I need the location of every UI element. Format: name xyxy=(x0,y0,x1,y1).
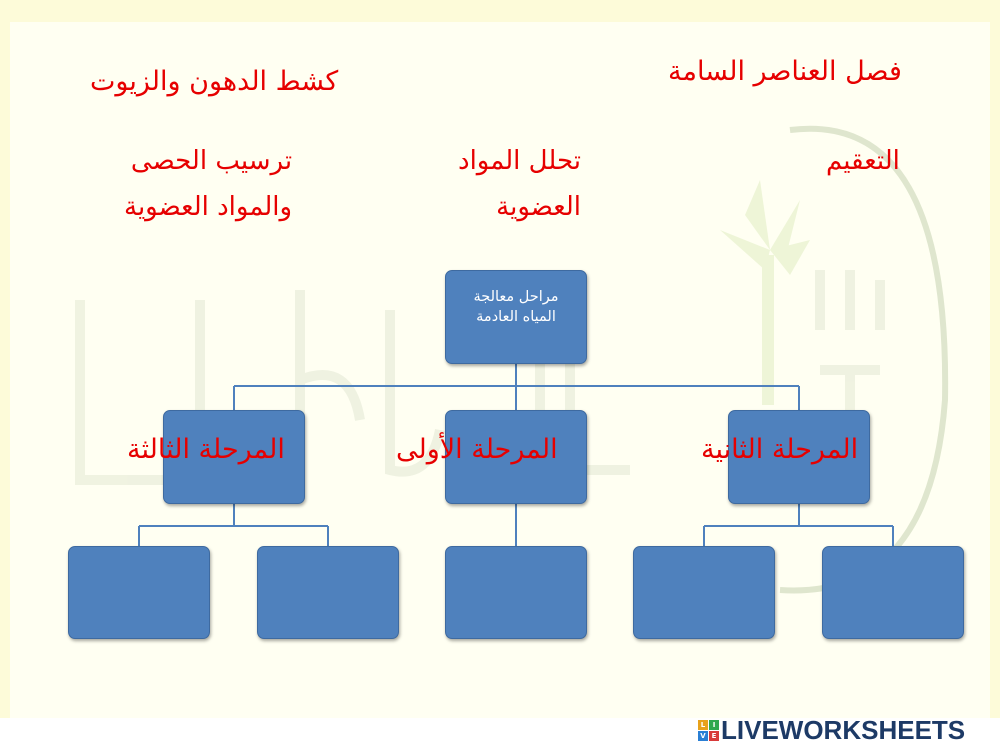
stage-node-right xyxy=(728,410,870,504)
answer-sedimentation-line1: ترسيب الحصى xyxy=(130,146,293,176)
stage-node-middle xyxy=(445,410,587,504)
root-label-line1: مراحل معالجة xyxy=(473,289,559,305)
logo-letter-l: L xyxy=(698,720,708,730)
stage-label-second: المرحلة الثانية xyxy=(701,434,859,465)
answer-disinfection[interactable]: التعقيم xyxy=(826,146,900,176)
logo-letter-i: I xyxy=(709,720,719,730)
substage-box-5[interactable] xyxy=(822,546,964,639)
substage-box-3[interactable] xyxy=(445,546,587,639)
logo-wordmark: LIVEWORKSHEETS xyxy=(721,715,966,745)
stage-label-first: المرحلة الأولى xyxy=(396,434,558,465)
answer-toxic-separation[interactable]: فصل العناصر السامة xyxy=(668,56,902,87)
answer-decomposition[interactable]: تحلل المواد العضوية xyxy=(458,138,581,230)
substage-box-4[interactable] xyxy=(633,546,775,639)
answer-sedimentation-line2: والمواد العضوية xyxy=(124,192,293,222)
stage-node-left xyxy=(163,410,305,504)
logo-letter-v: V xyxy=(698,731,708,741)
answer-decomposition-line1: تحلل المواد xyxy=(458,146,581,176)
footer-bar xyxy=(0,718,1000,750)
root-node-label: مراحل معالجة المياه العادمة xyxy=(446,287,586,327)
liveworksheets-logo[interactable]: L I V E LIVEWORKSHEETS xyxy=(698,715,965,746)
stage-label-third: المرحلة الثالثة xyxy=(127,434,285,465)
substage-box-2[interactable] xyxy=(257,546,399,639)
logo-letter-e: E xyxy=(709,731,719,741)
root-label-line2: المياه العادمة xyxy=(476,309,556,325)
answer-grease-skimming[interactable]: كشط الدهون والزيوت xyxy=(90,66,339,97)
substage-box-1[interactable] xyxy=(68,546,210,639)
logo-grid-icon: L I V E xyxy=(698,720,719,741)
root-node: مراحل معالجة المياه العادمة xyxy=(445,270,587,364)
answer-decomposition-line2: العضوية xyxy=(496,192,581,222)
answer-sedimentation[interactable]: ترسيب الحصى والمواد العضوية xyxy=(124,138,292,230)
